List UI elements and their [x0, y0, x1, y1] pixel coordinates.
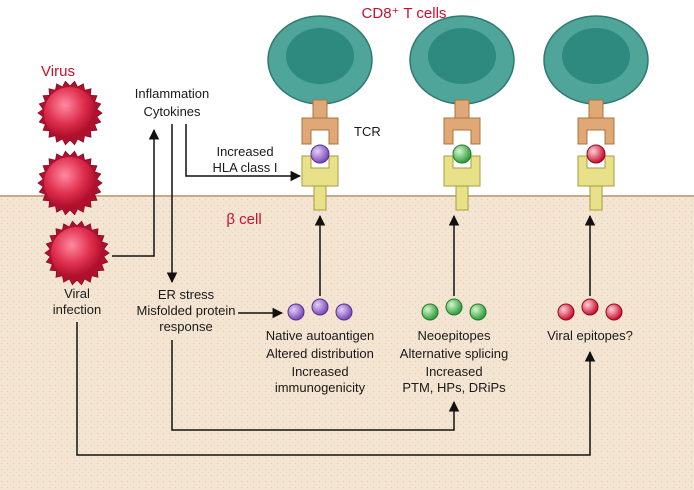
neo-line-1: Neoepitopes	[418, 328, 491, 343]
virus-particle	[44, 220, 110, 286]
native-line-3: Increased	[291, 364, 348, 379]
increased-hla-label-2: HLA class I	[212, 160, 277, 175]
misfolded-label: Misfolded protein	[137, 303, 236, 318]
cytokines-label: Cytokines	[143, 104, 201, 119]
virus-particle	[37, 150, 103, 216]
tcr-receptor	[301, 117, 339, 145]
viral-cluster	[557, 298, 623, 321]
virus-particle	[37, 80, 103, 146]
tcr-label: TCR	[354, 124, 381, 139]
virus-title: Virus	[41, 63, 75, 80]
neo-cluster	[421, 298, 487, 321]
beta-cell-label: β cell	[226, 211, 261, 228]
t-cell-3	[543, 15, 649, 211]
arrow-er-to-neo	[171, 340, 460, 431]
neo-line-3: Increased	[425, 364, 482, 379]
native-line-1: Native autoantigen	[266, 328, 374, 343]
native-cluster	[287, 298, 353, 321]
cd8-title: CD8⁺ T cells	[362, 5, 447, 22]
t-cell-2	[409, 15, 515, 211]
tcr-stalk	[312, 99, 328, 119]
peptide-viral	[586, 144, 606, 164]
viral-infection-label-2: infection	[53, 302, 101, 317]
arrow-virus-to-viral-epitopes	[76, 322, 596, 456]
neo-line-4: PTM, HPs, DRiPs	[402, 380, 506, 395]
t-cell-1	[267, 15, 373, 211]
peptide-neo	[452, 144, 472, 164]
neo-line-2: Alternative splicing	[400, 346, 508, 361]
arrow-to-hla	[185, 124, 302, 182]
native-line-2: Altered distribution	[266, 346, 374, 361]
response-label: response	[159, 319, 212, 334]
beta-cell-cytoplasm	[0, 196, 694, 490]
er-stress-label: ER stress	[158, 287, 215, 302]
arrow-virus-to-inflammation	[112, 128, 160, 257]
viral-infection-label: Viral	[64, 286, 90, 301]
native-line-4: immunogenicity	[275, 380, 366, 395]
increased-hla-label: Increased	[216, 144, 273, 159]
inflammation-label: Inflammation	[135, 86, 209, 101]
arrows	[76, 124, 596, 456]
peptide-native	[310, 144, 330, 164]
viral-line-1: Viral epitopes?	[547, 328, 633, 343]
